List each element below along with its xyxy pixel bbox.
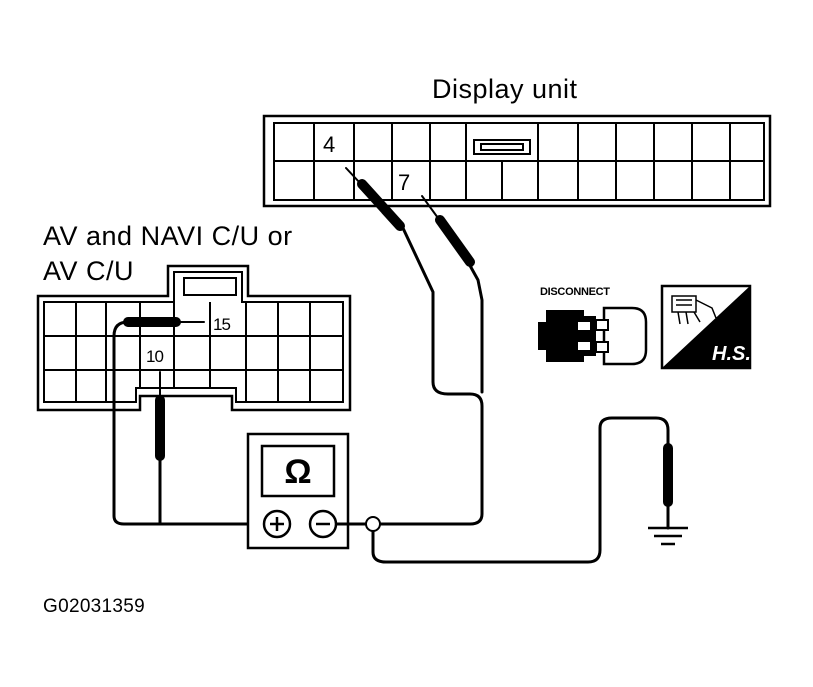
av-navi-connector [36, 264, 352, 412]
display-unit-label: Display unit [432, 74, 578, 104]
av-navi-label-line1: AV and NAVI C/U or [43, 221, 293, 251]
lead-ground [371, 416, 670, 564]
junction-ring [365, 516, 381, 532]
disconnect-icon: DISCONNECT [538, 286, 648, 366]
ohmmeter [246, 432, 381, 550]
ground-symbol [648, 526, 688, 546]
av-pin-10-label: 10 [146, 347, 163, 366]
test-leads [112, 224, 670, 564]
av-navi-label-line2: AV C/U [43, 256, 134, 286]
av-pin-15-label: 15 [213, 315, 230, 334]
ohm-symbol: Ω [284, 453, 311, 491]
lead-av-pin-15 [112, 320, 264, 526]
hs-label: H.S. [712, 343, 751, 365]
lead-display-pin-4 [376, 224, 484, 526]
display-unit-connector [262, 114, 772, 208]
display-pin-7-label: 7 [398, 170, 410, 195]
display-pin-4-label: 4 [323, 132, 335, 157]
hs-icon [660, 284, 752, 370]
disconnect-label: DISCONNECT [540, 286, 610, 298]
lead-display-pin-7 [466, 260, 484, 394]
figure-id: G02031359 [43, 596, 145, 617]
probes [123, 167, 673, 507]
